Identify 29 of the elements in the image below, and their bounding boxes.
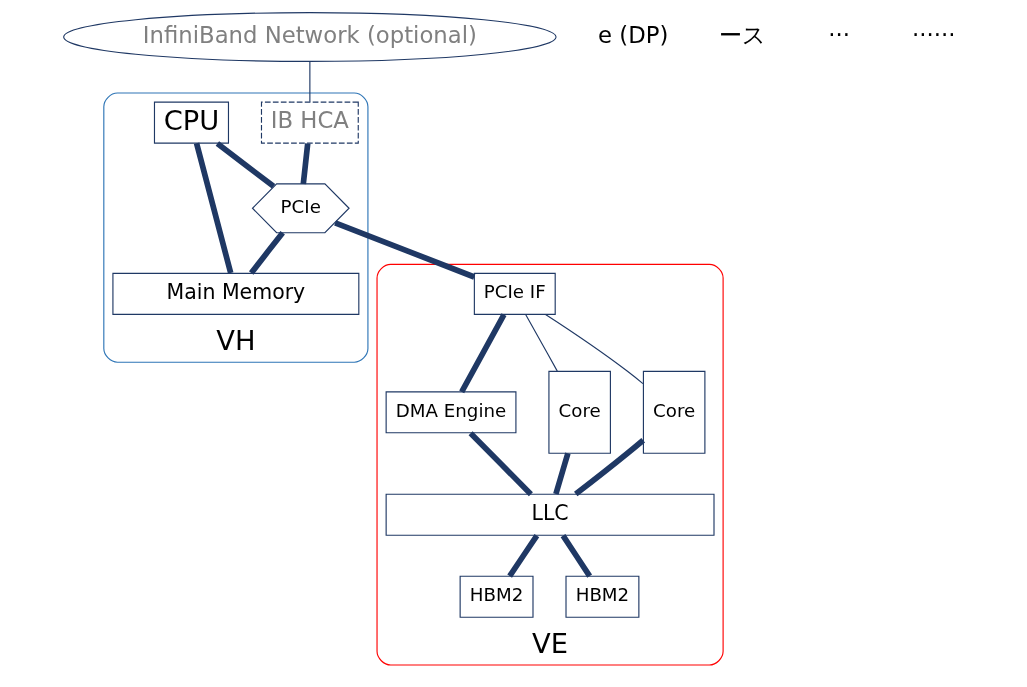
node-box: PCIe IF [473,272,556,315]
label: ース [718,21,766,48]
node-box: CPU [153,101,229,144]
node-box: LLC [385,493,715,536]
connector [308,60,310,103]
connector [544,314,643,385]
connector [193,142,233,274]
node-box: Core [547,370,611,454]
node-box: HBM2 [459,575,534,618]
connector [560,534,592,578]
connector [215,141,275,189]
label: ··· [827,21,850,48]
label: e (DP) [597,21,668,48]
connector [552,452,571,495]
node-box: Core [642,370,705,454]
connector [573,438,645,497]
label: ······ [911,21,955,48]
connector [333,220,475,280]
connector [524,314,558,372]
connector [468,431,533,497]
connector [506,534,539,578]
node-box: IB HCA [260,101,359,144]
node-box: Main Memory [111,272,359,315]
connector [248,230,285,275]
connector [299,143,311,185]
node-ellipse: InfiniBand Network (optional) [62,12,557,62]
node-box: DMA Engine [385,391,516,434]
connector [458,313,506,394]
node-box: HBM2 [564,575,639,618]
